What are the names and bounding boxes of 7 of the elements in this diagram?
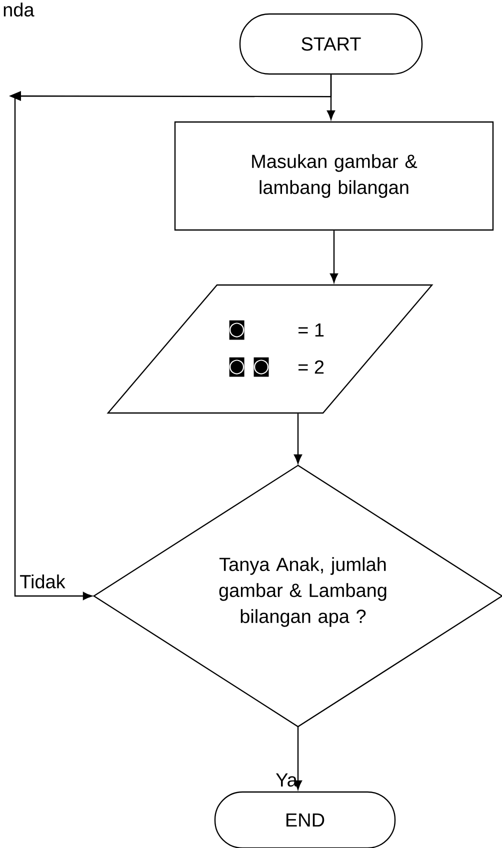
arrow	[294, 726, 302, 790]
arrow	[294, 414, 302, 464]
edge-label: Tidak	[20, 574, 66, 588]
process-box: Masukan gambar & lambang bilangan	[174, 121, 494, 231]
loop-arrow	[9, 74, 332, 600]
arrow	[330, 230, 338, 283]
page-text: nda	[4, 2, 34, 17]
